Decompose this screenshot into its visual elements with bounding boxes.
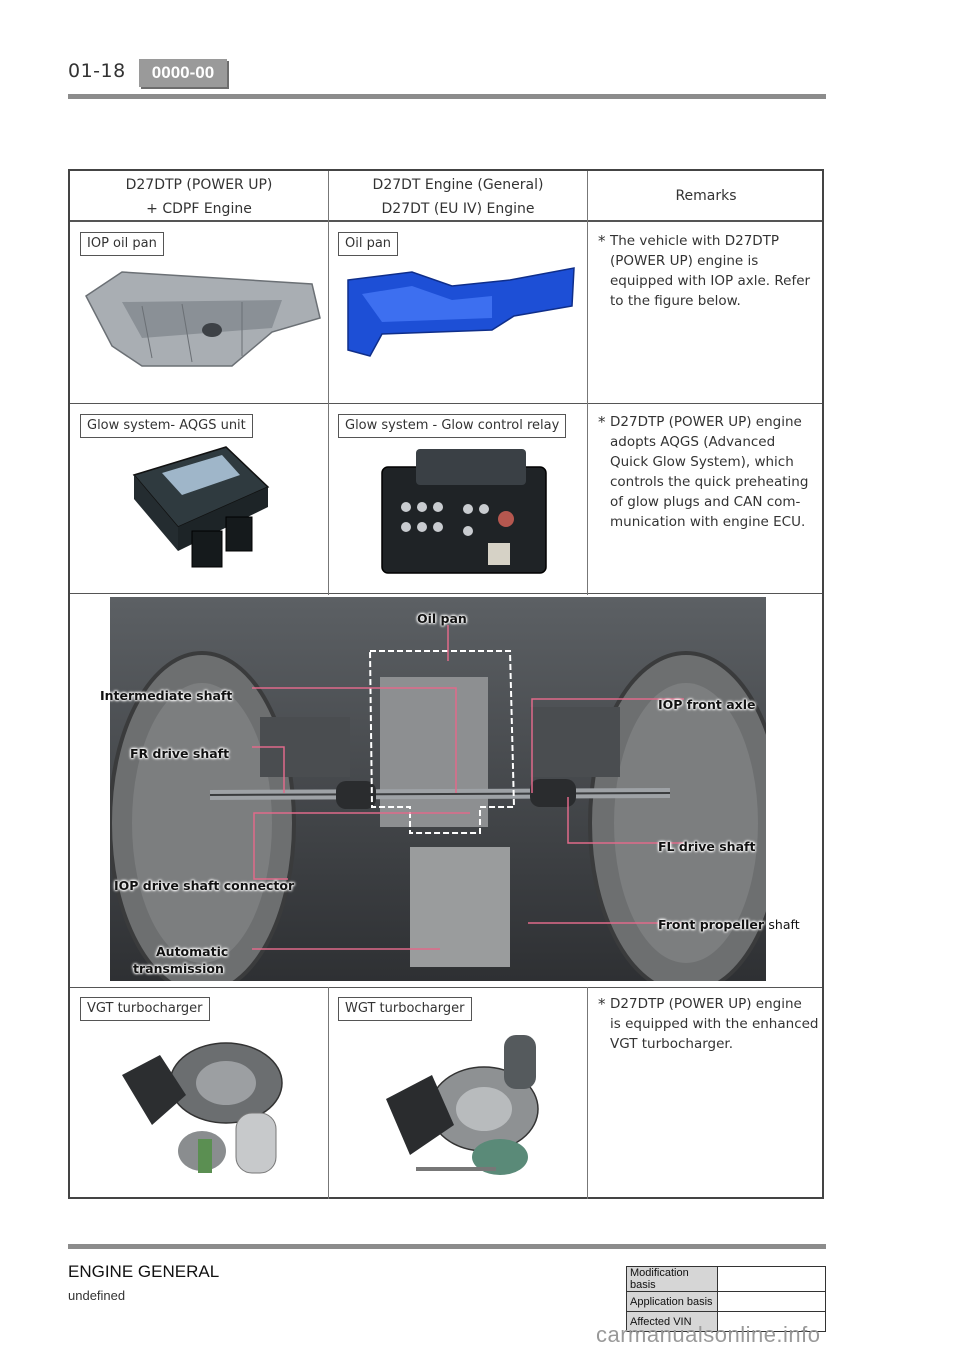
remark-iop-axle: * The vehicle with D27DTP (POWER UP) eng…: [598, 231, 811, 311]
modification-info-table: Modification basis Application basis Aff…: [626, 1266, 826, 1332]
callout-transmission: transmission: [133, 961, 224, 976]
label-iop-oil-pan: IOP oil pan: [80, 232, 164, 256]
label-glow-control-relay: Glow system - Glow control relay: [338, 414, 567, 438]
remark-line: of glow plugs and CAN com-: [610, 494, 801, 510]
vgt-turbocharger-image: [122, 1042, 283, 1174]
column-divider: [328, 987, 329, 1199]
remark-line: equipped with IOP axle. Refer: [610, 273, 811, 289]
remark-vgt: * D27DTP (POWER UP) engine is equipped w…: [598, 994, 819, 1054]
label-wgt-turbocharger: WGT turbocharger: [338, 997, 472, 1021]
label-vgt-turbocharger: VGT turbocharger: [80, 997, 210, 1021]
affected-vin-value: [717, 1311, 826, 1332]
iop-oil-pan-image: [85, 271, 321, 367]
label-oil-pan: Oil pan: [338, 232, 399, 256]
callout-iop-front-axle: IOP front axle: [658, 697, 756, 712]
column-header-line: Remarks: [675, 188, 737, 204]
modification-basis-label: Modification basis: [626, 1266, 718, 1292]
bottom-divider: [68, 1244, 826, 1249]
remark-bullet: *: [598, 232, 606, 250]
aqgs-unit-image: [132, 446, 270, 568]
remark-line: to the figure below.: [610, 293, 741, 309]
callout-front-propeller: Front propeller shaft: [658, 917, 800, 932]
iop-axle-undercarriage-figure: [110, 597, 766, 981]
footer-title: ENGINE GENERAL: [68, 1262, 220, 1281]
callout-iop-drive-shaft-connector: IOP drive shaft connector: [114, 878, 295, 893]
remark-line: D27DTP (POWER UP) engine: [610, 996, 802, 1012]
callout-automatic: Automatic: [156, 944, 229, 959]
modification-basis-value: [717, 1266, 826, 1292]
comparison-table: D27DTP (POWER UP) + CDPF Engine D27DT En…: [68, 169, 824, 1199]
column-header-d27dt: D27DT Engine (General) D27DT (EU IV) Eng…: [329, 171, 587, 221]
remark-line: (POWER UP) engine is: [610, 253, 759, 269]
modification-row: Modification basis: [626, 1266, 826, 1292]
wgt-turbocharger-image: [386, 1035, 539, 1175]
oil-pan-image: [347, 267, 575, 357]
column-header-line: D27DT Engine (General): [372, 177, 544, 193]
remark-bullet: *: [598, 413, 606, 431]
affected-vin-label: Affected VIN: [626, 1311, 718, 1332]
glow-control-relay-image: [381, 449, 547, 574]
column-divider: [328, 171, 329, 595]
remark-line: munication with engine ECU.: [610, 514, 806, 530]
callout-oil-pan: Oil pan: [417, 611, 467, 626]
remark-line: adopts AQGS (Advanced: [610, 434, 776, 450]
column-header-d27dtp: D27DTP (POWER UP) + CDPF Engine: [70, 171, 328, 221]
remark-bullet: *: [598, 995, 606, 1013]
remark-line: Quick Glow System), which: [610, 454, 794, 470]
callout-shaft-text: shaft: [768, 917, 800, 932]
column-header-line: D27DT (EU IV) Engine: [381, 201, 535, 217]
remark-line: VGT turbocharger.: [610, 1036, 734, 1052]
remark-line: is equipped with the enhanced: [610, 1016, 819, 1032]
affected-vin-row: Affected VIN: [626, 1311, 826, 1332]
application-row: Application basis: [626, 1291, 826, 1312]
column-divider: [587, 171, 588, 595]
application-basis-label: Application basis: [626, 1291, 718, 1312]
column-header-line: + CDPF Engine: [146, 201, 252, 217]
row-divider: [70, 403, 822, 404]
callout-fr-drive-shaft: FR drive shaft: [130, 746, 230, 761]
application-basis-value: [717, 1291, 826, 1312]
label-aqgs-unit: Glow system- AQGS unit: [80, 414, 253, 438]
page-number: 01-18: [68, 60, 126, 82]
remark-line: The vehicle with D27DTP: [610, 233, 780, 249]
column-header-line: D27DTP (POWER UP): [125, 177, 273, 193]
top-divider: [68, 94, 826, 99]
footer-subtitle: undefined: [68, 1288, 126, 1303]
remark-line: controls the quick preheating: [610, 474, 809, 490]
column-divider: [587, 987, 588, 1199]
callout-fl-drive-shaft: FL drive shaft: [658, 839, 756, 854]
remark-line: D27DTP (POWER UP) engine: [610, 414, 802, 430]
section-code-badge: 0000-00: [139, 59, 227, 87]
callout-intermediate-shaft: Intermediate shaft: [100, 688, 233, 703]
header-divider: [70, 220, 822, 222]
watermark-link[interactable]: carmanualsonline.info: [596, 1322, 821, 1347]
row-divider: [70, 593, 822, 594]
row-divider: [70, 987, 822, 988]
callout-front-propeller-text: Front propeller: [658, 917, 765, 932]
remark-aqgs: * D27DTP (POWER UP) engine adopts AQGS (…: [598, 412, 809, 532]
column-header-remarks: Remarks: [588, 171, 824, 221]
